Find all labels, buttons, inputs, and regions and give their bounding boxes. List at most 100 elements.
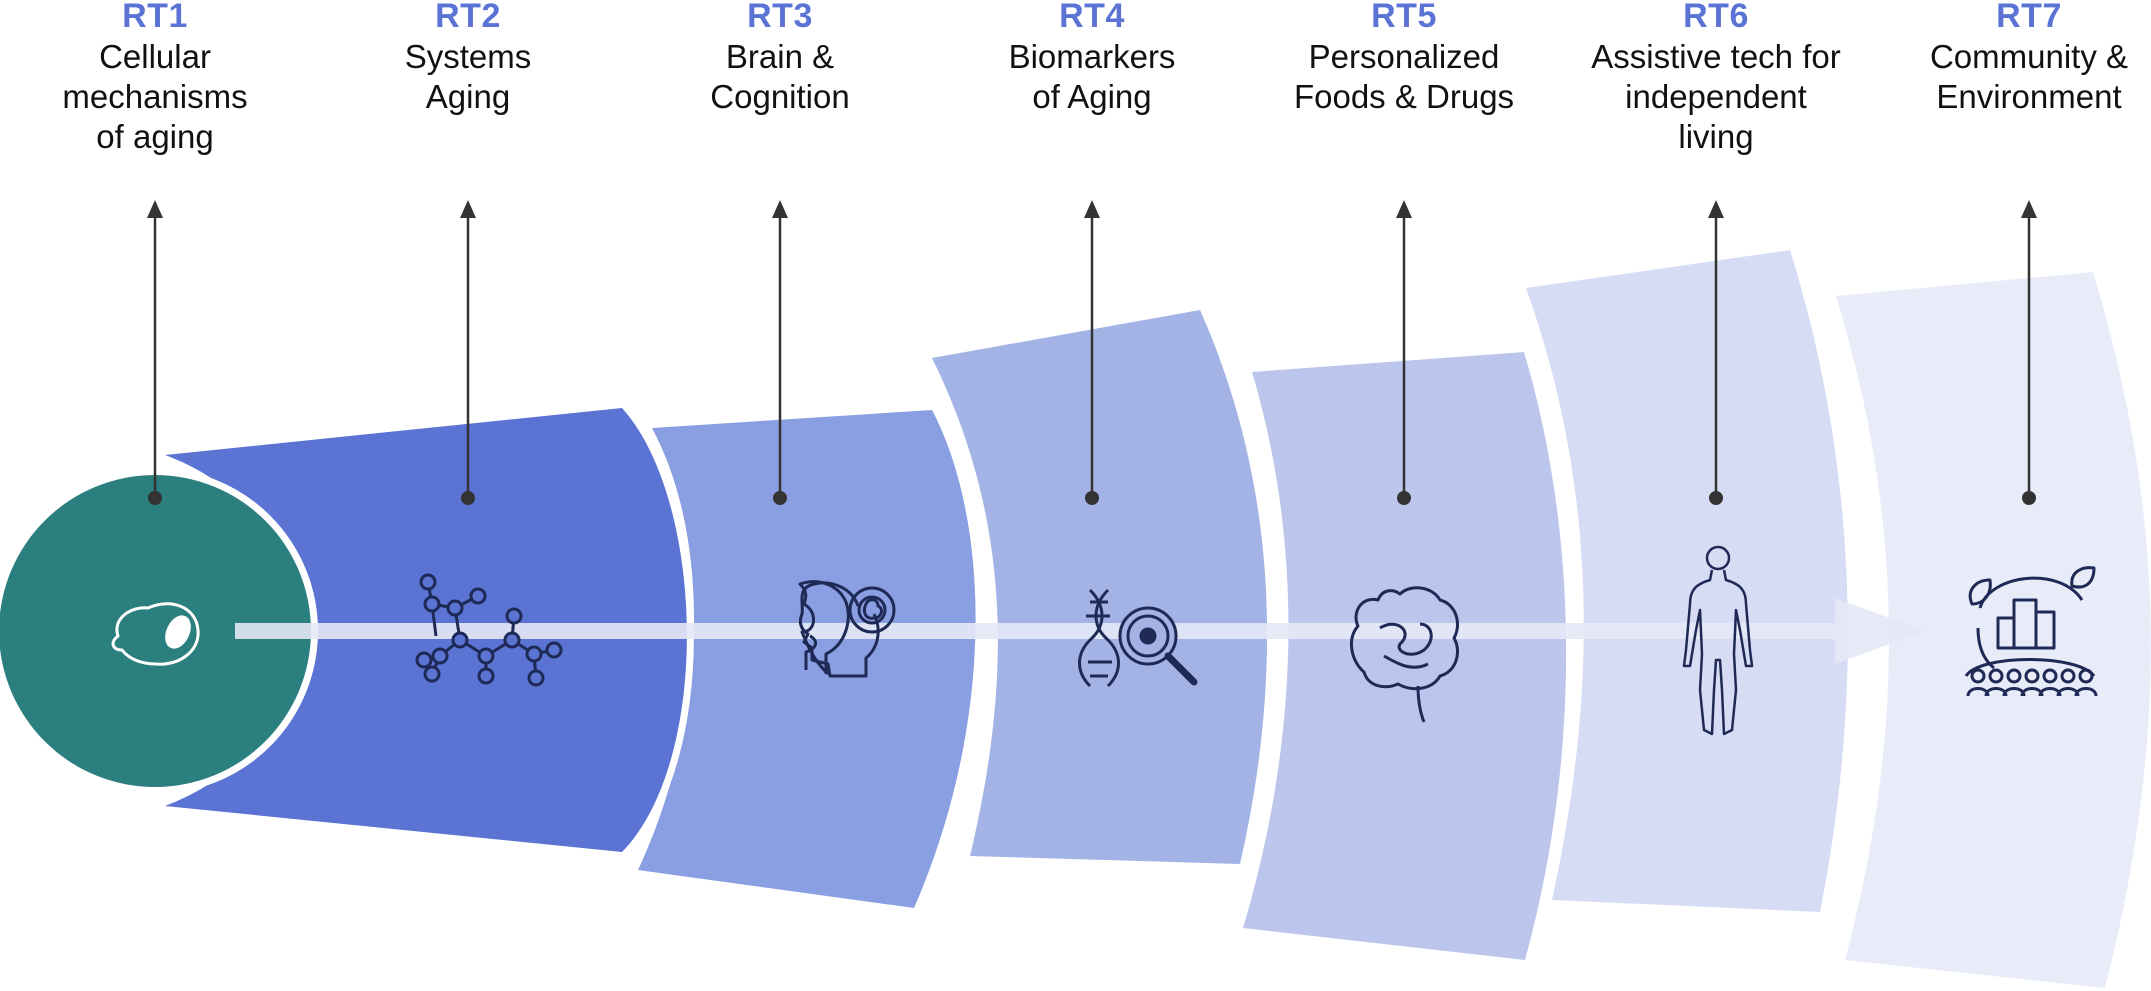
person-head <box>2078 668 2094 684</box>
rt-label-line: of Aging <box>1032 78 1151 115</box>
stage-titles: RT1 Cellular mechanisms of aging RT2 Sys… <box>62 0 2128 155</box>
stage-title-rt7: RT7 Community & Environment <box>1930 0 2128 115</box>
rt-label-line: Biomarkers <box>1009 38 1176 75</box>
dna-strand <box>1094 588 1120 688</box>
magnifier-handle <box>1164 652 1198 686</box>
rt-label-line: Environment <box>1936 78 2121 115</box>
cell-membrane <box>111 602 200 666</box>
arrowhead-icon <box>147 200 163 218</box>
human-body-icon <box>1682 545 1754 736</box>
cell-icon <box>111 602 200 666</box>
rt-code: RT7 <box>1996 0 2062 35</box>
large-intestine <box>1349 586 1459 691</box>
rt-label-line: Aging <box>426 78 510 115</box>
body-outline <box>1682 569 1754 736</box>
connectors <box>147 200 2037 505</box>
connector-rt7 <box>2021 200 2037 505</box>
rt-code: RT4 <box>1059 0 1125 35</box>
atom <box>477 667 495 685</box>
rt-label-line: Brain & <box>726 38 834 75</box>
molecule-network-icon <box>415 573 563 687</box>
rt-label-line: Community & <box>1930 38 2128 75</box>
atom <box>446 599 464 617</box>
connector-dot <box>461 491 475 505</box>
rt-label-line: Cellular <box>99 38 211 75</box>
stage-title-rt6: RT6 Assistive tech for independent livin… <box>1591 0 1840 155</box>
connector-dot <box>1709 491 1723 505</box>
atom <box>525 645 543 663</box>
person-head <box>1970 668 1986 684</box>
stage-band-rt5 <box>1233 344 1574 968</box>
gear-inner <box>857 595 887 625</box>
rt-label-line: Systems <box>405 38 532 75</box>
atom <box>527 669 545 687</box>
building-right <box>2034 610 2056 650</box>
dna-magnifier-icon <box>1078 588 1198 688</box>
arrowhead-icon <box>460 200 476 218</box>
arrowhead-icon <box>1396 200 1412 218</box>
gear <box>848 586 896 634</box>
stage-title-rt2: RT2 Systems Aging <box>405 0 532 115</box>
rt-label-line: of aging <box>96 118 213 155</box>
intestine-icon <box>1349 586 1459 723</box>
leaf-left <box>1968 578 1992 606</box>
cell-nucleus <box>165 615 191 649</box>
head-outline <box>798 581 880 678</box>
rt-label-line: Personalized <box>1309 38 1500 75</box>
arrowhead-icon <box>772 200 788 218</box>
rt-code: RT3 <box>747 0 813 35</box>
flow-arrow <box>235 598 1925 664</box>
connector-dot <box>148 491 162 505</box>
atom <box>423 595 441 613</box>
atom <box>423 665 441 683</box>
rt-label-line: Foods & Drugs <box>1294 78 1514 115</box>
rt-label-line: Cognition <box>710 78 849 115</box>
rt-label-line: mechanisms <box>62 78 247 115</box>
atom <box>545 641 563 659</box>
dna-strand <box>1078 588 1104 688</box>
person-head <box>2024 668 2040 684</box>
atom <box>503 631 521 649</box>
stage-title-rt5: RT5 Personalized Foods & Drugs <box>1294 0 1514 115</box>
rt-code: RT6 <box>1683 0 1749 35</box>
atom <box>419 573 437 591</box>
stage-title-rt1: RT1 Cellular mechanisms of aging <box>62 0 247 155</box>
atom <box>505 607 523 625</box>
head-brain-gear-icon <box>798 580 896 678</box>
stage-title-rt3: RT3 Brain & Cognition <box>710 0 849 115</box>
atom <box>469 587 487 605</box>
small-intestine <box>1379 622 1433 669</box>
community-city-icon <box>1964 566 2098 697</box>
arrowhead-icon <box>1084 200 1100 218</box>
connector-dot <box>773 491 787 505</box>
connector-rt1 <box>147 200 163 505</box>
rt-label-line: Assistive tech for <box>1591 38 1840 75</box>
stage-band-rt4 <box>921 302 1275 872</box>
connector-rt3 <box>772 200 788 505</box>
brain-lobe <box>862 598 883 620</box>
rt-code: RT1 <box>122 0 188 35</box>
stage-band-rt6 <box>1516 242 1855 920</box>
connector-rt2 <box>460 200 476 505</box>
connector-dot <box>1085 491 1099 505</box>
magnifier-inner <box>1126 614 1170 658</box>
person-head <box>2042 668 2058 684</box>
rt-label-line: independent <box>1625 78 1807 115</box>
atom <box>451 631 469 649</box>
head-profile <box>798 580 850 676</box>
stage-title-rt4: RT4 Biomarkers of Aging <box>1009 0 1176 115</box>
rt-code: RT5 <box>1371 0 1437 35</box>
people-row <box>1966 687 2098 697</box>
arrowhead-icon <box>2021 200 2037 218</box>
connector-dot <box>1397 491 1411 505</box>
building-left <box>1996 616 2016 650</box>
leaf-right <box>2070 566 2096 589</box>
connector-rt4 <box>1084 200 1100 505</box>
connector-dot <box>2022 491 2036 505</box>
head <box>1705 545 1731 571</box>
person-head <box>1988 668 2004 684</box>
rt-code: RT2 <box>435 0 501 35</box>
rt-label-line: living <box>1678 118 1753 155</box>
atom <box>477 647 495 665</box>
